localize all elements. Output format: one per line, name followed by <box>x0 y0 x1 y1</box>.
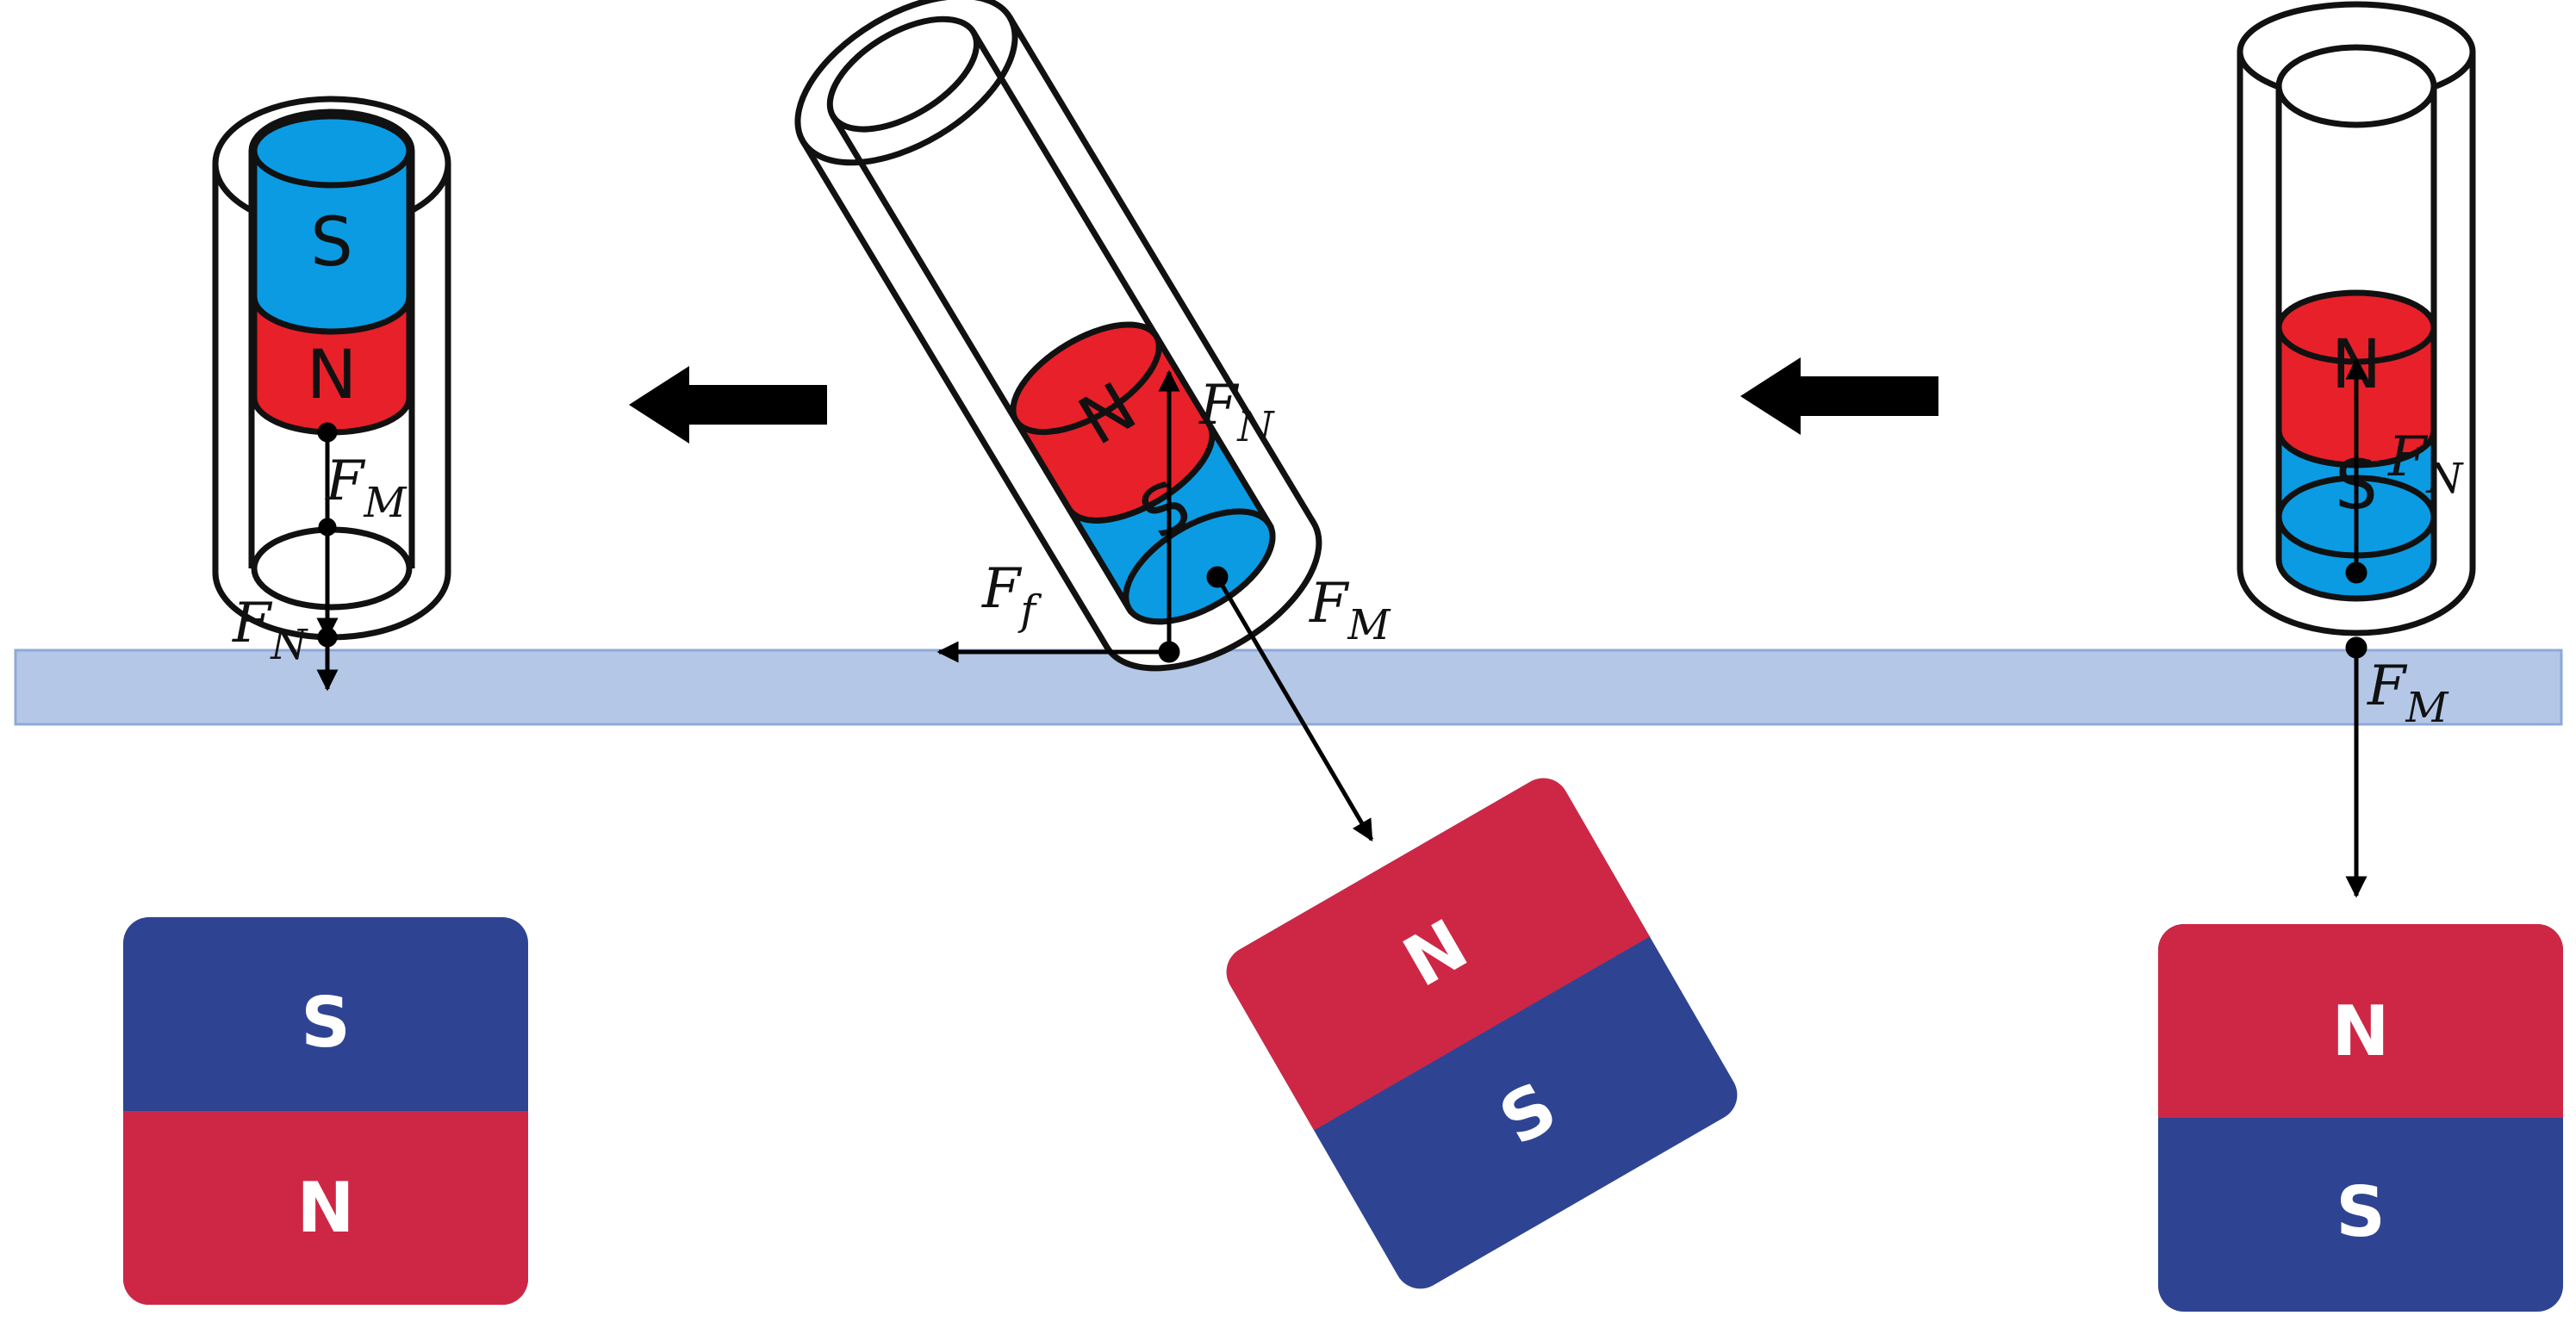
left-direction-arrow <box>629 366 827 444</box>
right-direction-arrow <box>1740 357 1938 435</box>
left-force-vectors <box>316 422 339 692</box>
right-fn-label: FN <box>2387 425 2464 503</box>
right-block-magnet <box>2158 924 2563 1312</box>
right-force-vectors <box>2345 357 2368 898</box>
middle-fn-label: FN <box>1198 374 1275 451</box>
right-fm-label: FM <box>2367 655 2449 732</box>
table-surface <box>14 648 2563 726</box>
middle-fm-vector <box>1215 575 1374 842</box>
left-block-s-label: S <box>301 983 351 1063</box>
left-magnet-n-label: N <box>307 337 357 414</box>
middle-force-vectors <box>936 369 1374 842</box>
right-block-n-label: N <box>2332 991 2390 1071</box>
left-block-magnet <box>123 917 528 1305</box>
left-block-n-label: N <box>297 1168 355 1248</box>
middle-tube-assembly: N S <box>794 0 1322 672</box>
left-tube-assembly <box>212 96 451 641</box>
left-fn-label: FN <box>232 592 308 669</box>
middle-block-magnet: N S <box>1226 778 1738 1289</box>
left-magnet-s-label: S <box>310 204 353 282</box>
left-magnet-n <box>251 296 413 436</box>
left-fm-label: FM <box>325 450 408 527</box>
right-tube-assembly <box>2237 1 2476 636</box>
middle-fm-label: FM <box>1309 572 1391 649</box>
middle-ff-label: Ff <box>981 557 1042 635</box>
right-block-s-label: S <box>2336 1172 2386 1252</box>
